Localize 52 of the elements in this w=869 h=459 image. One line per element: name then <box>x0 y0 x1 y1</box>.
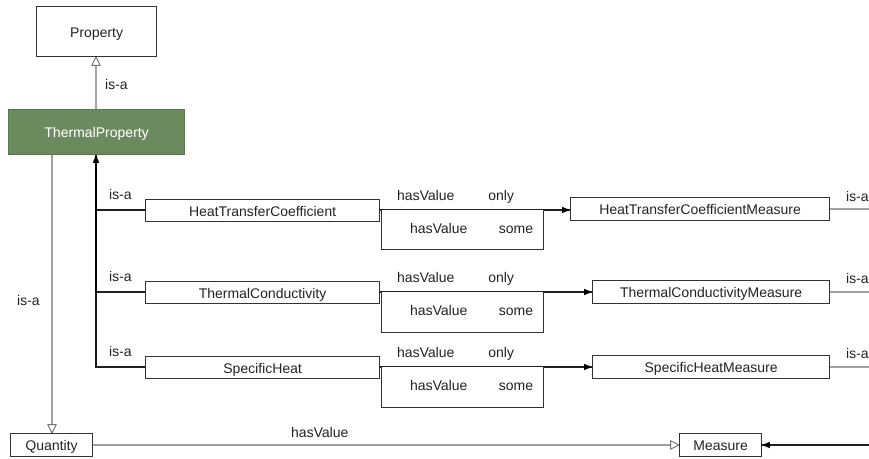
restriction-box <box>381 292 544 333</box>
class-box <box>592 355 830 379</box>
arrow <box>92 155 145 368</box>
class-name: ThermalConductivity <box>198 284 326 300</box>
arrow <box>380 288 592 296</box>
class-box <box>145 281 380 304</box>
class-name: SpecificHeat <box>223 360 302 376</box>
restriction-text: hasValue <box>410 220 468 236</box>
class-box <box>8 109 185 155</box>
restriction-text: some <box>498 377 533 393</box>
class-box <box>570 197 830 221</box>
edge-label: hasValue <box>290 424 350 440</box>
class-box <box>679 433 762 457</box>
class-box <box>10 433 93 457</box>
edge-label: is-a <box>845 188 869 204</box>
arrow <box>47 155 57 434</box>
edge-label: hasValue only <box>396 344 515 360</box>
arrow <box>762 442 869 448</box>
edge-label: is-a <box>104 76 129 92</box>
edge-label: hasValue only <box>396 187 515 203</box>
restriction-text: some <box>498 302 533 318</box>
restriction-text: hasValue <box>410 302 468 318</box>
restriction-box <box>381 210 544 250</box>
edge-label: is-a <box>108 268 133 284</box>
class-name: SpecificHeatMeasure <box>644 359 778 375</box>
class-name: ThermalProperty <box>44 124 149 140</box>
class-name: Measure <box>693 437 748 453</box>
connector-line <box>830 366 869 368</box>
restriction-text: some <box>498 220 533 236</box>
class-box <box>145 356 380 379</box>
class-box <box>592 280 830 304</box>
arrow <box>380 364 592 370</box>
edge-label: is-a <box>845 345 869 361</box>
class-name: Property <box>70 24 123 40</box>
arrow <box>91 56 101 109</box>
class-name: ThermalConductivityMeasure <box>620 284 802 300</box>
edge-label: is-a <box>845 270 869 286</box>
connector-line <box>830 208 869 210</box>
edge-label: is-a <box>108 343 133 359</box>
edge-label: is-a <box>16 292 41 308</box>
restriction-box <box>381 367 544 408</box>
arrow <box>380 206 570 214</box>
class-box <box>145 199 380 222</box>
connector-line <box>830 291 869 293</box>
class-box <box>36 6 157 57</box>
edge-label: is-a <box>108 186 133 202</box>
restriction-text: hasValue <box>410 377 468 393</box>
class-name: HeatTransferCoefficient <box>188 202 336 218</box>
edge-label: hasValue only <box>396 269 515 285</box>
arrow <box>93 440 680 450</box>
class-name: HeatTransferCoefficientMeasure <box>599 201 801 217</box>
class-name: Quantity <box>25 437 78 453</box>
